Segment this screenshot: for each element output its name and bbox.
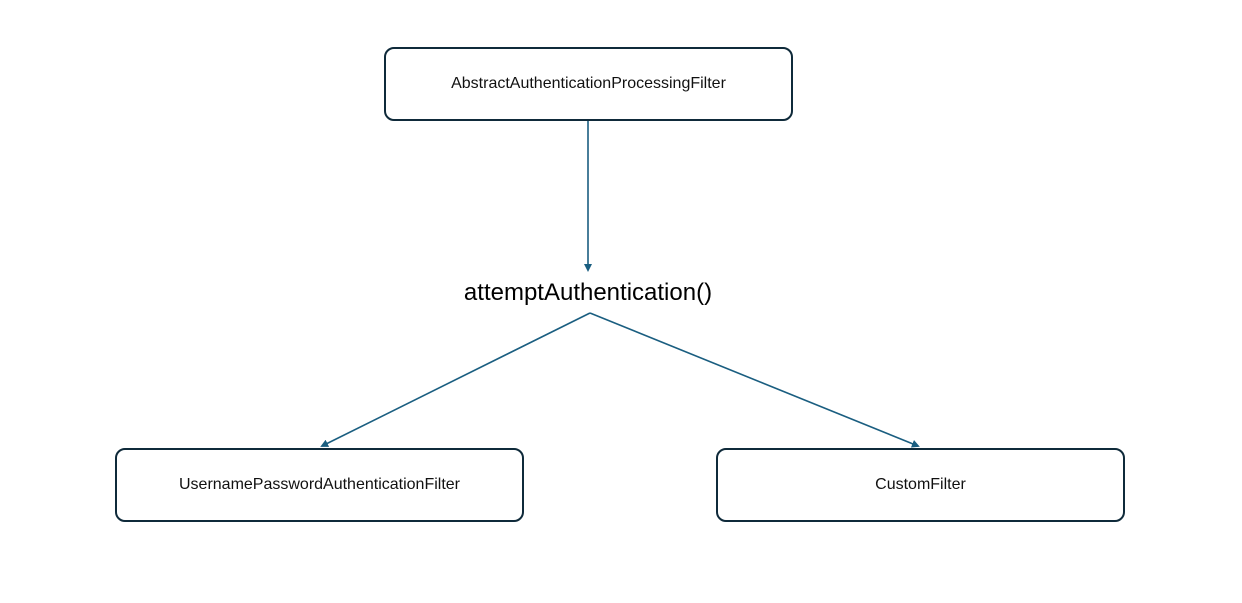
node-custom-filter: CustomFilter <box>716 448 1125 522</box>
node-abstract-authentication-processing-filter: AbstractAuthenticationProcessingFilter <box>384 47 793 121</box>
node-label: AbstractAuthenticationProcessingFilter <box>451 75 726 92</box>
edge-method-to-left <box>320 312 591 447</box>
edge-method-to-right <box>589 312 920 448</box>
method-label-attempt-authentication: attemptAuthentication() <box>463 279 713 306</box>
node-label: CustomFilter <box>875 476 966 493</box>
node-username-password-authentication-filter: UsernamePasswordAuthenticationFilter <box>115 448 524 522</box>
node-label: UsernamePasswordAuthenticationFilter <box>178 476 460 493</box>
